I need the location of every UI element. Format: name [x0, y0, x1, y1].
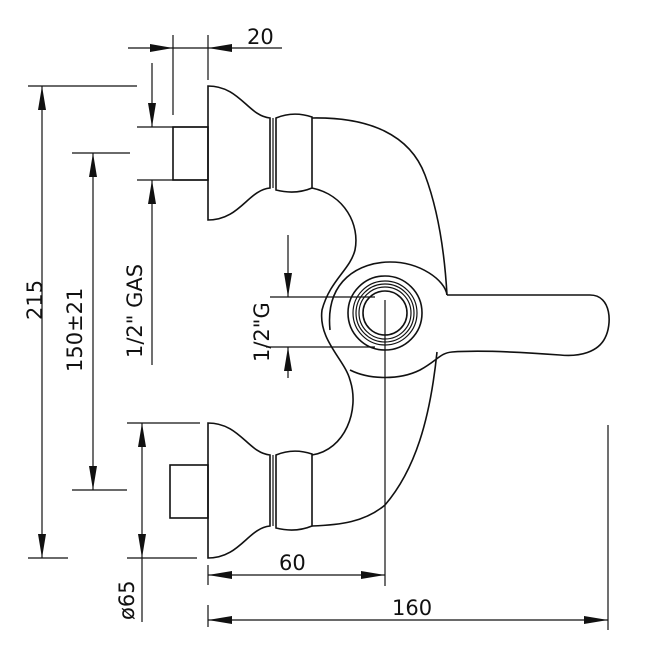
- top-flange: [172, 85, 313, 221]
- dimension-label-160: 160: [392, 596, 432, 620]
- dimension-label-150: 150±21: [63, 288, 87, 372]
- dimension-150: 150±21: [63, 152, 130, 491]
- dimension-diameter-65: ø65: [115, 422, 200, 622]
- dimension-label-outlet-thread: 1/2"G: [250, 302, 274, 362]
- dimension-label-60: 60: [279, 551, 306, 575]
- bottom-flange: [169, 422, 313, 559]
- dimension-label-215: 215: [23, 280, 47, 320]
- dimension-label-inlet-thread: 1/2" GAS: [123, 264, 147, 358]
- dimension-label-diameter-65: ø65: [115, 580, 139, 620]
- mixer-body: [311, 117, 610, 527]
- dimension-160: 160: [207, 425, 609, 630]
- dimension-60: 60: [207, 300, 386, 586]
- dimension-20: 20: [128, 25, 282, 115]
- dimension-215: 215: [23, 85, 137, 559]
- dimension-label-20: 20: [247, 25, 274, 49]
- dimension-inlet-thread: 1/2" GAS: [123, 63, 208, 365]
- dimension-outlet-thread: 1/2"G: [250, 235, 375, 378]
